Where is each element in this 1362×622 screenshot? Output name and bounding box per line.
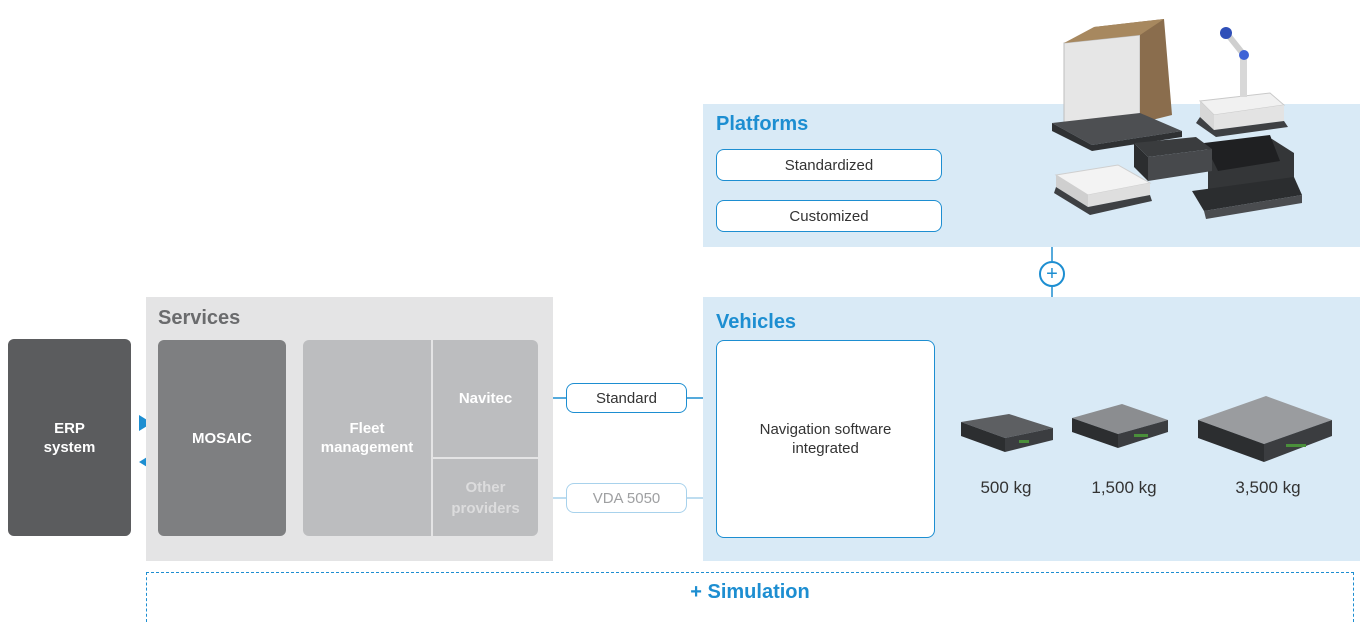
weight-500kg-label: 500 kg xyxy=(980,478,1032,497)
vehicle-1500kg-image xyxy=(1072,404,1168,448)
plus-circle-icon: + xyxy=(1039,261,1065,287)
erp-system-box: ERP system xyxy=(8,339,131,536)
vehicles-title: Vehicles xyxy=(716,311,797,333)
fleet-management-box xyxy=(303,340,538,536)
mosaic-box: MOSAIC xyxy=(158,340,286,536)
weight-3500kg-label: 3,500 kg xyxy=(1235,478,1301,497)
robot-arm-platform-illustration xyxy=(1196,27,1288,137)
weight-1500kg-label: 1,500 kg xyxy=(1091,478,1157,497)
navigation-software-label: Navigation software integrated xyxy=(759,421,892,457)
fleet-divider-vertical xyxy=(431,340,433,536)
white-top-platform-illustration xyxy=(1054,164,1152,215)
rack-platform-illustration xyxy=(1052,19,1182,151)
other-providers-cell: Other providers xyxy=(433,459,538,536)
standard-interface-pill: Standard xyxy=(566,383,687,413)
navitec-label: Navitec xyxy=(458,390,513,407)
other-providers-label: Other providers xyxy=(451,478,520,517)
navitec-cell: Navitec xyxy=(433,340,538,457)
simulation-label: + Simulation xyxy=(690,581,810,603)
platforms-title: Platforms xyxy=(716,113,809,135)
vda-5050-interface-pill: VDA 5050 xyxy=(566,483,687,513)
tipper-platform-illustration xyxy=(1192,135,1302,219)
arrow-right-icon xyxy=(139,415,152,431)
vehicle-3500kg-image xyxy=(1198,396,1332,462)
mosaic-label: MOSAIC xyxy=(192,429,252,447)
standardized-pill: Standardized xyxy=(716,149,942,181)
customized-pill: Customized xyxy=(716,200,942,232)
erp-label: ERP system xyxy=(43,419,96,456)
frame-platform-illustration xyxy=(1134,137,1212,181)
fleet-management-text: Fleet management xyxy=(320,420,414,456)
fleet-divider-horizontal xyxy=(433,457,538,459)
simulation-frame xyxy=(146,572,1354,622)
vehicle-500kg-image xyxy=(961,414,1053,452)
navigation-software-box: Navigation software integrated xyxy=(716,340,935,538)
fleet-management-label: Fleet management xyxy=(303,340,431,536)
services-title: Services xyxy=(158,307,241,329)
platform-products-image xyxy=(1052,19,1302,219)
